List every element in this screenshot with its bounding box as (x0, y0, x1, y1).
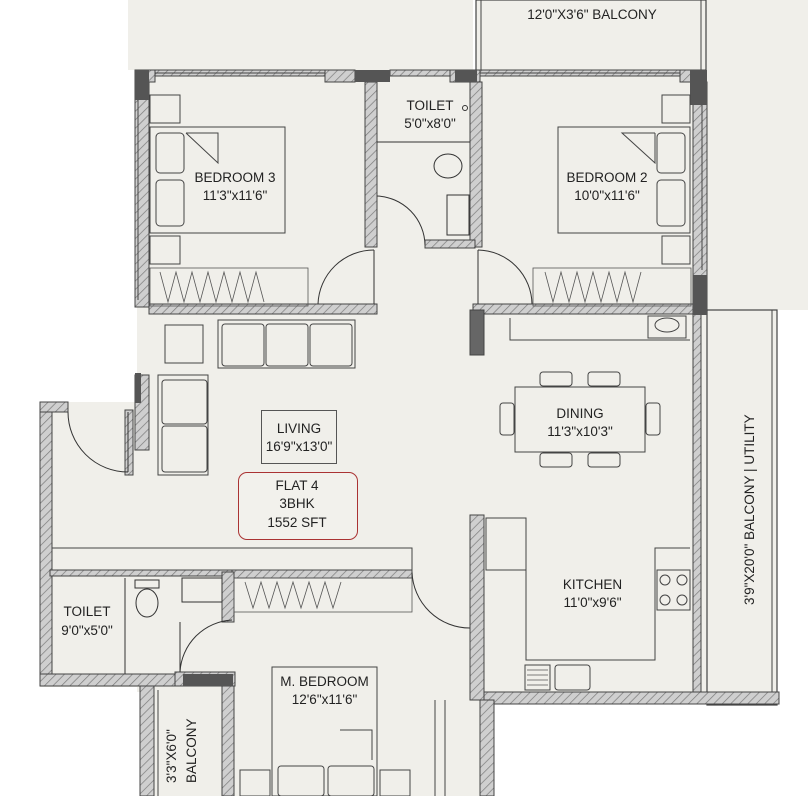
toilet2-size: 9'0"x5'0" (61, 623, 113, 638)
kitchen-name: KITCHEN (562, 577, 623, 592)
balcony-top-label: 12'0"X3'6" BALCONY (527, 7, 657, 22)
wall-columns (135, 70, 707, 686)
balcony-utility (700, 309, 778, 706)
mbedroom-wardrobe (233, 577, 413, 613)
balcony-small (157, 690, 446, 796)
mbedroom-bed (239, 666, 411, 796)
balcony-top (475, 0, 707, 73)
bedroom3-size: 11'3"x11'6" (202, 188, 268, 203)
kitchen-counter (485, 315, 691, 691)
dining-name: DINING (556, 406, 604, 421)
dining-table (499, 371, 661, 468)
bedroom2-name: BEDROOM 2 (566, 170, 648, 185)
bedroom2-wardrobe (532, 267, 692, 307)
living-label-box (261, 410, 337, 464)
balcony-utility-label: 3'9"X20'0" BALCONY | UTILITY (742, 414, 757, 605)
toilet1-size: 5'0"x8'0" (404, 116, 456, 131)
bedroom3-bed (149, 94, 286, 265)
toilet2-name: TOILET (63, 604, 111, 619)
bedroom2-size: 10'0"x11'6" (574, 188, 640, 203)
mbedroom-size: 12'6"x11'6" (291, 692, 358, 707)
mbedroom-name: M. BEDROOM (280, 674, 369, 689)
toilet2-fixtures (124, 577, 223, 674)
bedroom3-name: BEDROOM 3 (194, 170, 276, 185)
toilet1-fixtures (377, 105, 470, 236)
balcony-small-name: BALCONY (184, 718, 199, 783)
flat-area: 1552 SFT (267, 515, 327, 530)
bedroom3-wardrobe (149, 267, 309, 307)
dining-size: 11'3"x10'3" (547, 424, 613, 439)
flat-type: 3BHK (279, 496, 315, 511)
toilet1-name: TOILET (406, 98, 454, 113)
windows (137, 72, 703, 300)
living-sofa (157, 319, 356, 476)
living-name: LIVING (276, 421, 322, 436)
partition-counter (51, 547, 413, 571)
flat-info-box (238, 472, 358, 540)
living-size: 16'9"x13'0" (265, 439, 333, 454)
doors (67, 195, 533, 673)
flat-name: FLAT 4 (275, 478, 319, 493)
kitchen-grate (527, 669, 548, 686)
kitchen-size: 11'0"x9'6" (563, 595, 622, 610)
bedroom2-bed (557, 94, 691, 265)
balcony-small-size: 3'3"X6'0" (164, 729, 179, 783)
